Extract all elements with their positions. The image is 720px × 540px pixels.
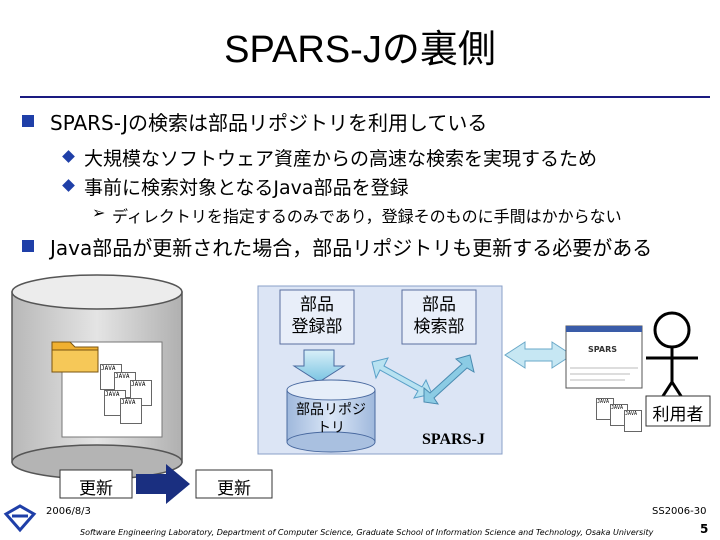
- search-module-label: 部品 検索部: [413, 295, 465, 337]
- update-label-left: 更新: [79, 479, 113, 499]
- update-label-right: 更新: [217, 479, 251, 499]
- register-module-box: [279, 289, 355, 345]
- user-interaction-arrow-icon: [504, 341, 573, 369]
- repository-cylinder: [286, 379, 376, 453]
- update-box-left: [59, 469, 133, 499]
- university-logo-icon: [3, 504, 37, 533]
- user-icon: [646, 311, 698, 411]
- sub-sub-bullet: ディレクトリを指定するのみであり，登録そのものに手間はかからない: [112, 207, 622, 226]
- java-file-icon: JAVA: [120, 398, 142, 424]
- sub-bullet-1: 大規模なソフトウェア資産からの高速な検索を実現するため: [84, 148, 598, 170]
- down-arrow-icon: [292, 349, 346, 383]
- sub-bullet-2: 事前に検索対象となるJava部品を登録: [84, 177, 409, 199]
- arrow-bullet-icon: ➢: [92, 203, 106, 222]
- result-arrow-icon: [423, 354, 475, 405]
- bullet-square-icon: [22, 115, 34, 127]
- java-files-stack: JAVA JAVA JAVA JAVA JAVA: [96, 360, 160, 430]
- footer-id: SS2006-30: [652, 506, 707, 517]
- update-box-right: [195, 469, 273, 499]
- browser-window: [565, 325, 643, 389]
- update-arrow-icon: [136, 464, 190, 504]
- java-file-icon: JAVA: [624, 410, 642, 432]
- user-label: 利用者: [652, 405, 704, 425]
- browser-logo: SPARS: [588, 345, 618, 354]
- footer-date: 2006/8/3: [46, 506, 91, 517]
- repository-label: 部品リポジ トリ: [296, 402, 366, 436]
- bullet-1: SPARS-Jの検索は部品リポジトリを利用している: [50, 111, 488, 135]
- folder-icon: [51, 341, 99, 373]
- user-label-box: [645, 395, 711, 427]
- title-divider: [20, 96, 710, 98]
- java-files-stack-right: JAVA JAVA JAVA: [594, 396, 644, 436]
- search-module-box: [401, 289, 477, 345]
- system-name-label: SPARS-J: [422, 431, 485, 448]
- register-module-label: 部品 登録部: [291, 295, 343, 337]
- bullet-square-icon: [22, 240, 34, 252]
- slide-title: SPARS-Jの裏側: [224, 29, 496, 71]
- footer-affiliation: Software Engineering Laboratory, Departm…: [80, 528, 654, 537]
- bullet-2: Java部品が更新された場合，部品リポジトリも更新する必要がある: [50, 236, 653, 260]
- page-number: 5: [700, 522, 709, 536]
